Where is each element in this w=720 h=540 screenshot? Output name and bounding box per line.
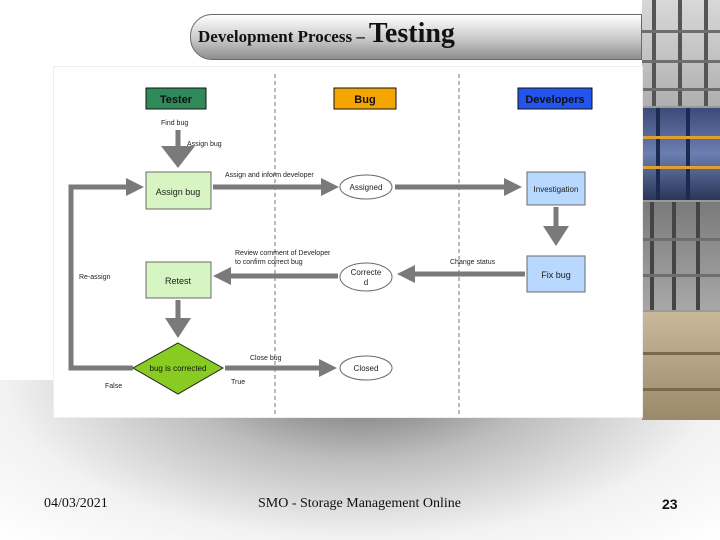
lane-tester-label: Tester [160,94,193,106]
lane-developers-label: Developers [525,94,584,106]
close-bug-label: Close bug [250,355,282,362]
decision-node [131,342,225,395]
slide-title: Development Process – Testing [198,18,455,50]
closed-node-label: Closed [354,364,379,373]
assigned-node [339,174,393,200]
warehouse-photo [642,312,720,420]
assign-bug-node [145,171,212,210]
investigation-node [526,171,586,206]
closed-node [339,355,393,381]
lane-header-bug [333,87,397,110]
review-label-line2: to confirm correct bug [235,259,303,266]
arrow-head [321,178,339,196]
lane-header-tester [145,87,207,110]
arrow-head [165,318,191,338]
decision-node-label: bug is corrected [150,364,207,373]
warehouse-photo [642,202,720,310]
title-bar [190,14,642,60]
footer-date: 04/03/2021 [44,496,108,511]
arrow-head [213,267,231,285]
corrected-node [339,262,393,292]
fix-bug-node [526,255,586,293]
title-part2: Testing [368,18,455,49]
assigned-node-label: Assigned [350,183,383,192]
testing-flow-diagram: Tester Bug Developers Find bug Assign bu… [53,66,643,418]
arrow-head [543,226,569,246]
lane-header-developers [517,87,593,110]
warehouse-photo-strip [642,0,720,420]
false-label: False [105,383,122,390]
change-status-label: Change status [450,259,496,266]
review-label-line1: Review comment of Developer [235,250,331,257]
corrected-node-label-line1: Correcte [351,268,382,277]
find-bug-label: Find bug [161,120,188,127]
corrected-node-label-line2: d [364,278,368,287]
arrow-head [126,178,144,196]
true-label: True [231,379,245,386]
arrow-head [319,359,337,377]
retest-node [145,261,212,299]
fix-bug-node-label: Fix bug [541,270,571,280]
assign-inform-label: Assign and inform developer [225,172,314,179]
assign-bug-node-label: Assign bug [156,187,201,197]
arrow-head [397,265,415,283]
slide-number: 23 [662,496,678,512]
assign-bug-step-label: Assign bug [187,141,222,148]
warehouse-photo [642,108,720,200]
investigation-node-label: Investigation [534,185,579,194]
re-assign-label: Re-assign [79,274,111,281]
arrow-head [504,178,522,196]
arrow-head [161,146,195,168]
arrow-reassign-loop [68,184,133,371]
warehouse-photo [642,0,720,106]
title-part1: Development Process – [198,27,365,46]
retest-node-label: Retest [165,276,192,286]
lane-bug-label: Bug [354,94,375,106]
footer-title: SMO - Storage Management Online [258,496,461,511]
